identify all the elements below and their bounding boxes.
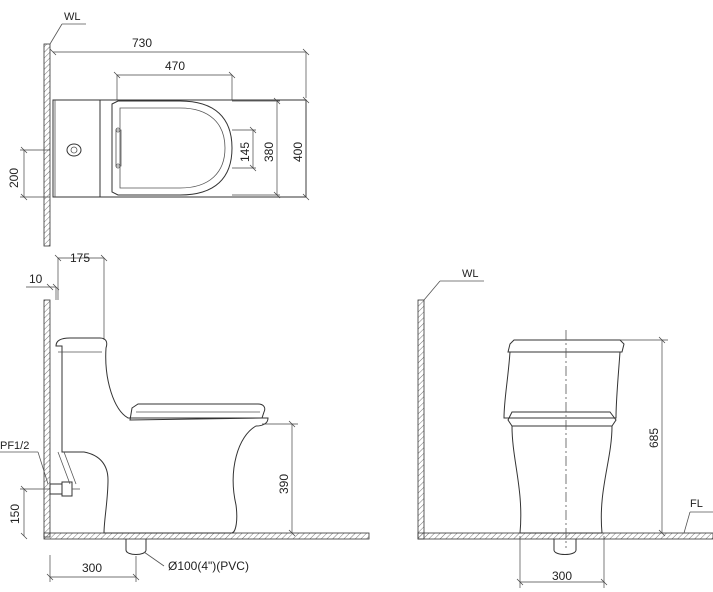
dim-300-front: 300: [552, 569, 572, 583]
top-wl-leader: [49, 23, 63, 45]
top-wall: [43, 43, 51, 247]
dim-175: 175: [70, 251, 90, 265]
front-fl-label: FL: [690, 498, 703, 510]
dim-200: 200: [7, 168, 21, 188]
dim-400: 400: [291, 142, 305, 162]
front-view: WL FL 685 300: [417, 268, 713, 588]
front-base: [511, 425, 613, 534]
drain-label: Ø100(4")(PVC): [168, 559, 249, 573]
front-tank: [507, 339, 625, 353]
dim-10: 10: [29, 272, 43, 286]
side-wall: [43, 299, 51, 538]
front-floor: [417, 532, 713, 540]
flush-button-icon: [66, 143, 82, 157]
dim-685: 685: [647, 428, 661, 448]
dim-390: 390: [277, 474, 291, 494]
front-drain-icon: [553, 539, 577, 555]
supply-valve-icon: [49, 481, 80, 497]
front-wall: [417, 299, 425, 540]
side-toilet-outline: [55, 337, 269, 534]
dim-470: 470: [165, 59, 185, 73]
side-floor: [43, 532, 370, 540]
supply-label: PF1/2: [0, 440, 29, 452]
dim-730: 730: [132, 36, 152, 50]
front-wl-label: WL: [462, 268, 479, 280]
side-seat-lid: [129, 403, 266, 421]
top-seat-outline: [111, 100, 233, 196]
top-wl-label: WL: [64, 11, 81, 23]
drain-pipe-icon: [125, 539, 147, 555]
front-body: [503, 351, 621, 419]
side-view: 175 10 PF1/2 150: [0, 251, 370, 582]
top-view: WL 730 470 145: [7, 11, 310, 247]
dim-145: 145: [238, 142, 252, 162]
dim-380: 380: [262, 142, 276, 162]
dim-300-side: 300: [82, 561, 102, 575]
dim-150: 150: [8, 504, 22, 524]
front-seat: [507, 411, 617, 427]
